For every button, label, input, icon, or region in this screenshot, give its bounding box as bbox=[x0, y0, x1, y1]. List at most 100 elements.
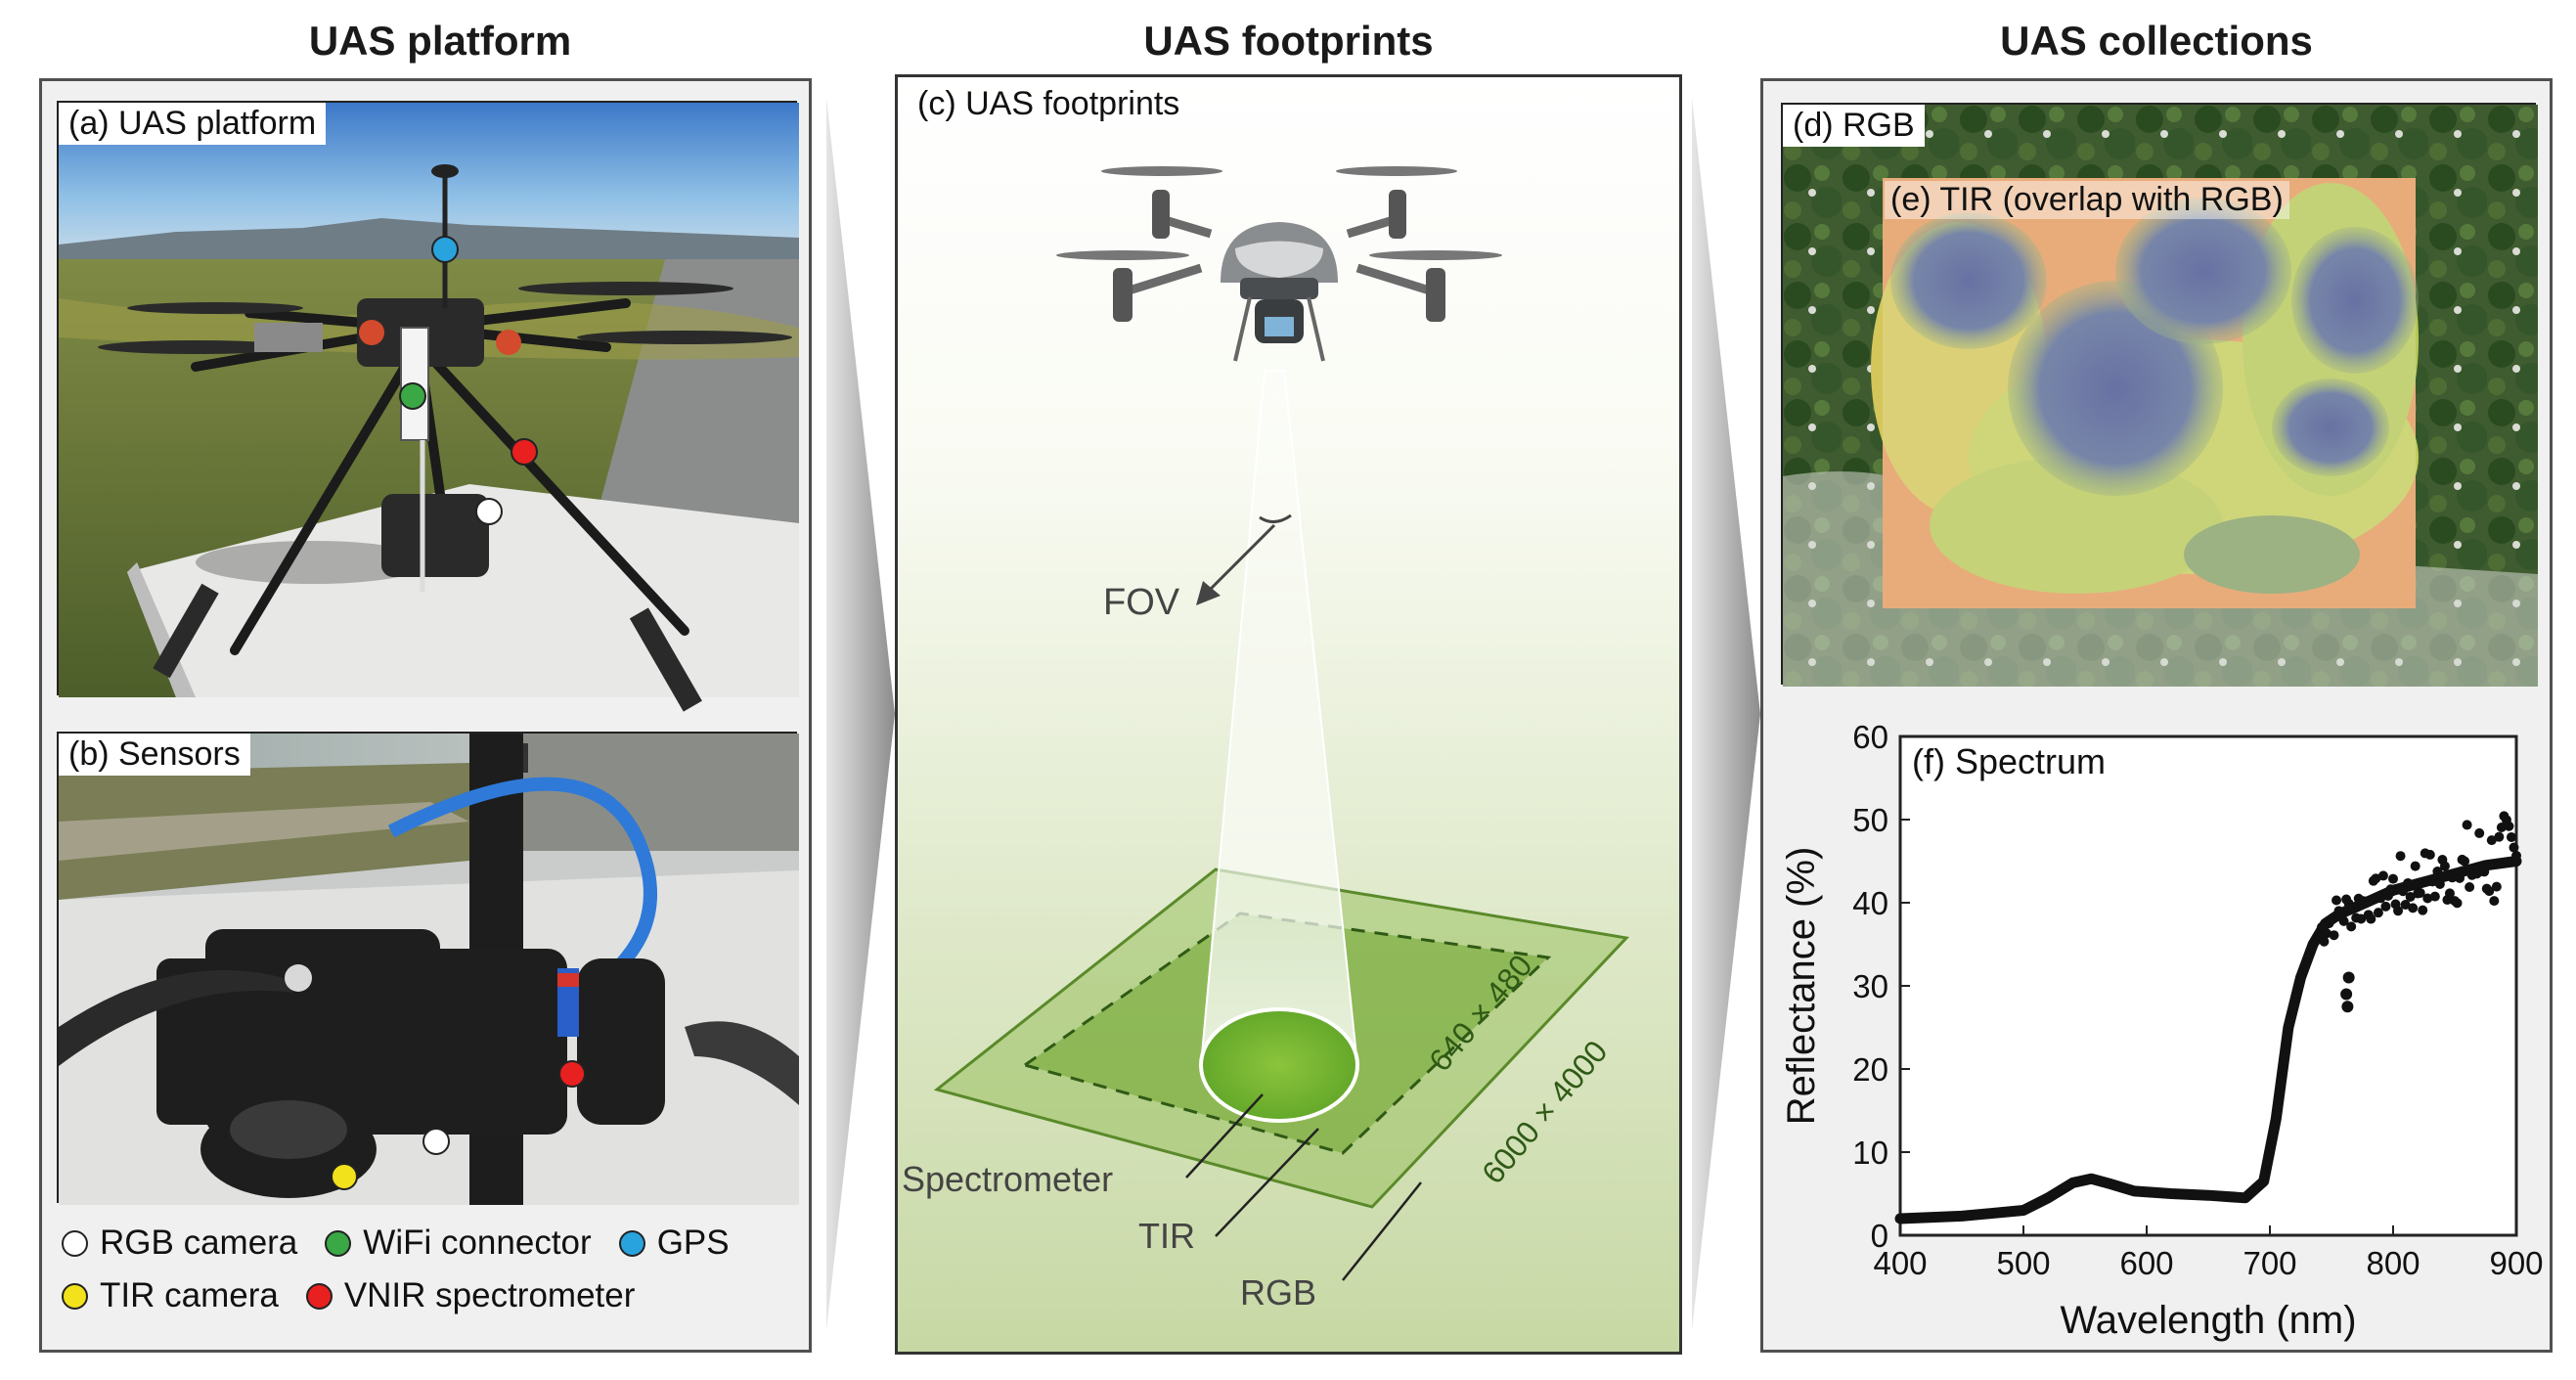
spectrum-point bbox=[2447, 872, 2458, 883]
panel-label-d: (d) RGB bbox=[1783, 105, 1925, 147]
spectrum-point bbox=[2327, 913, 2336, 924]
rgb-camera-marker bbox=[475, 498, 503, 525]
drone-illustration bbox=[1056, 166, 1502, 362]
spectrum-point bbox=[2376, 893, 2386, 904]
wifi-connector-marker bbox=[399, 382, 426, 410]
panel-label-a: (a) UAS platform bbox=[59, 103, 327, 145]
spectrum-point bbox=[2366, 913, 2376, 924]
spectrum-point bbox=[2388, 873, 2398, 884]
uas-footprints-panel: (c) UAS footprints FOV Spectrometer TIR … bbox=[895, 74, 1682, 1355]
panel-label-b: (b) Sensors bbox=[59, 734, 250, 776]
tir-overlay bbox=[1871, 178, 2419, 608]
uas-platform-photo: (a) UAS platform bbox=[57, 101, 799, 712]
legend-gps: GPS bbox=[618, 1224, 730, 1263]
spectrum-point bbox=[2434, 879, 2445, 890]
spectrum-point bbox=[2489, 896, 2500, 907]
spectrum-point bbox=[2380, 901, 2391, 912]
spectrum-point bbox=[2444, 888, 2455, 899]
legend-vnir-spectrometer: VNIR spectrometer bbox=[305, 1276, 636, 1315]
legend-gps-label: GPS bbox=[656, 1224, 730, 1262]
fov-label: FOV bbox=[1103, 582, 1180, 623]
spectrum-point bbox=[2484, 886, 2495, 897]
sensors-photo: (b) Sensors bbox=[57, 732, 799, 1205]
x-tick-label: 800 bbox=[2366, 1245, 2420, 1281]
y-axis-label: Reflectance (%) bbox=[1780, 847, 1823, 1126]
section-title-uas-footprints: UAS footprints bbox=[1143, 18, 1434, 64]
spectrum-point bbox=[2422, 893, 2433, 904]
spectrum-point bbox=[2410, 861, 2421, 871]
legend-rgb-camera: RGB camera bbox=[62, 1224, 297, 1263]
spectrum-point bbox=[2439, 861, 2450, 871]
spectrum-point bbox=[2452, 898, 2463, 909]
spectrum-point bbox=[2424, 849, 2435, 860]
legend-gps-dot bbox=[618, 1229, 645, 1257]
y-tick-label: 10 bbox=[1852, 1135, 1888, 1171]
legend-wifi-connector-dot bbox=[325, 1229, 352, 1257]
legend-rgb-camera-label: RGB camera bbox=[100, 1224, 298, 1262]
spectrum-point bbox=[2504, 821, 2514, 831]
spectrum-point bbox=[2408, 903, 2419, 913]
spectrum-point bbox=[2393, 906, 2404, 916]
spectrometer-footprint bbox=[1199, 1007, 1359, 1123]
spectrum-point bbox=[2395, 851, 2406, 862]
spectrometer-label: Spectrometer bbox=[902, 1159, 1114, 1199]
tir-camera-marker bbox=[331, 1163, 358, 1190]
section-title-uas-collections: UAS collections bbox=[2000, 18, 2313, 64]
rgb-camera-marker-b bbox=[422, 1128, 450, 1155]
spectrum-point bbox=[2486, 835, 2497, 846]
y-tick-label: 0 bbox=[1871, 1218, 1888, 1254]
spectrum-point bbox=[2491, 881, 2502, 892]
y-tick-label: 40 bbox=[1852, 885, 1888, 921]
legend-row-2: TIR camera VNIR spectrometer bbox=[62, 1276, 662, 1315]
spectrum-point bbox=[2348, 903, 2359, 913]
legend-wifi-connector-label: WiFi connector bbox=[363, 1224, 592, 1262]
x-tick-label: 600 bbox=[2119, 1245, 2173, 1281]
spectrum-point bbox=[2346, 921, 2357, 932]
legend-row-1: RGB camera WiFi connector GPS bbox=[62, 1224, 757, 1263]
spectrum-point bbox=[2321, 928, 2332, 939]
section-title-uas-platform: UAS platform bbox=[308, 18, 572, 64]
chart-title: (f) Spectrum bbox=[1912, 741, 2106, 781]
spectrum-point bbox=[2509, 842, 2519, 853]
spectrum-noise-points bbox=[2314, 811, 2521, 1013]
legend-tir-camera-label: TIR camera bbox=[100, 1276, 279, 1314]
y-tick-label: 50 bbox=[1852, 802, 1888, 838]
rgb-aerial-image: (d) RGB (e) TIR (overlap with RGB) bbox=[1781, 103, 2538, 687]
connector-wedge-left bbox=[826, 98, 895, 1330]
x-tick-label: 400 bbox=[1873, 1245, 1927, 1281]
x-axis-ticks: 400 500 600 700 800 900 bbox=[1873, 1225, 2544, 1281]
gps-marker bbox=[431, 236, 459, 263]
spectrum-point bbox=[2385, 884, 2396, 895]
legend-vnir-spectrometer-label: VNIR spectrometer bbox=[343, 1276, 636, 1314]
x-tick-label: 500 bbox=[1996, 1245, 2050, 1281]
spectrum-point bbox=[2460, 856, 2470, 867]
panel-label-c: (c) UAS footprints bbox=[917, 85, 1180, 122]
uas-collections-panel: (d) RGB (e) TIR (overlap with RGB) (f) S… bbox=[1760, 78, 2553, 1353]
spectrum-point bbox=[2341, 1001, 2354, 1013]
spectrum-point bbox=[2506, 831, 2516, 842]
spectrum-point bbox=[2432, 867, 2443, 877]
legend-rgb-camera-dot bbox=[62, 1229, 88, 1257]
spectrum-point bbox=[2429, 891, 2440, 902]
spectrum-point bbox=[2329, 930, 2339, 941]
spectrum-point bbox=[2400, 900, 2411, 911]
x-tick-label: 900 bbox=[2489, 1245, 2543, 1281]
spectrum-point bbox=[2356, 913, 2367, 924]
rgb-label: RGB bbox=[1240, 1272, 1317, 1313]
spectrum-point bbox=[2338, 915, 2349, 926]
spectrum-point bbox=[2342, 971, 2355, 984]
spectrum-point bbox=[2340, 988, 2353, 1001]
spectrum-point bbox=[2511, 850, 2521, 861]
spectrum-point bbox=[2465, 882, 2475, 893]
spectrum-point bbox=[2332, 895, 2342, 906]
spectrum-point bbox=[2403, 877, 2414, 888]
y-tick-label: 30 bbox=[1852, 968, 1888, 1004]
legend-tir-camera: TIR camera bbox=[62, 1276, 279, 1315]
spectrum-point bbox=[2319, 936, 2330, 947]
x-tick-label: 700 bbox=[2243, 1245, 2296, 1281]
y-tick-label: 20 bbox=[1852, 1051, 1888, 1088]
spectrum-point bbox=[2427, 876, 2438, 887]
spectrum-point bbox=[2405, 892, 2416, 903]
